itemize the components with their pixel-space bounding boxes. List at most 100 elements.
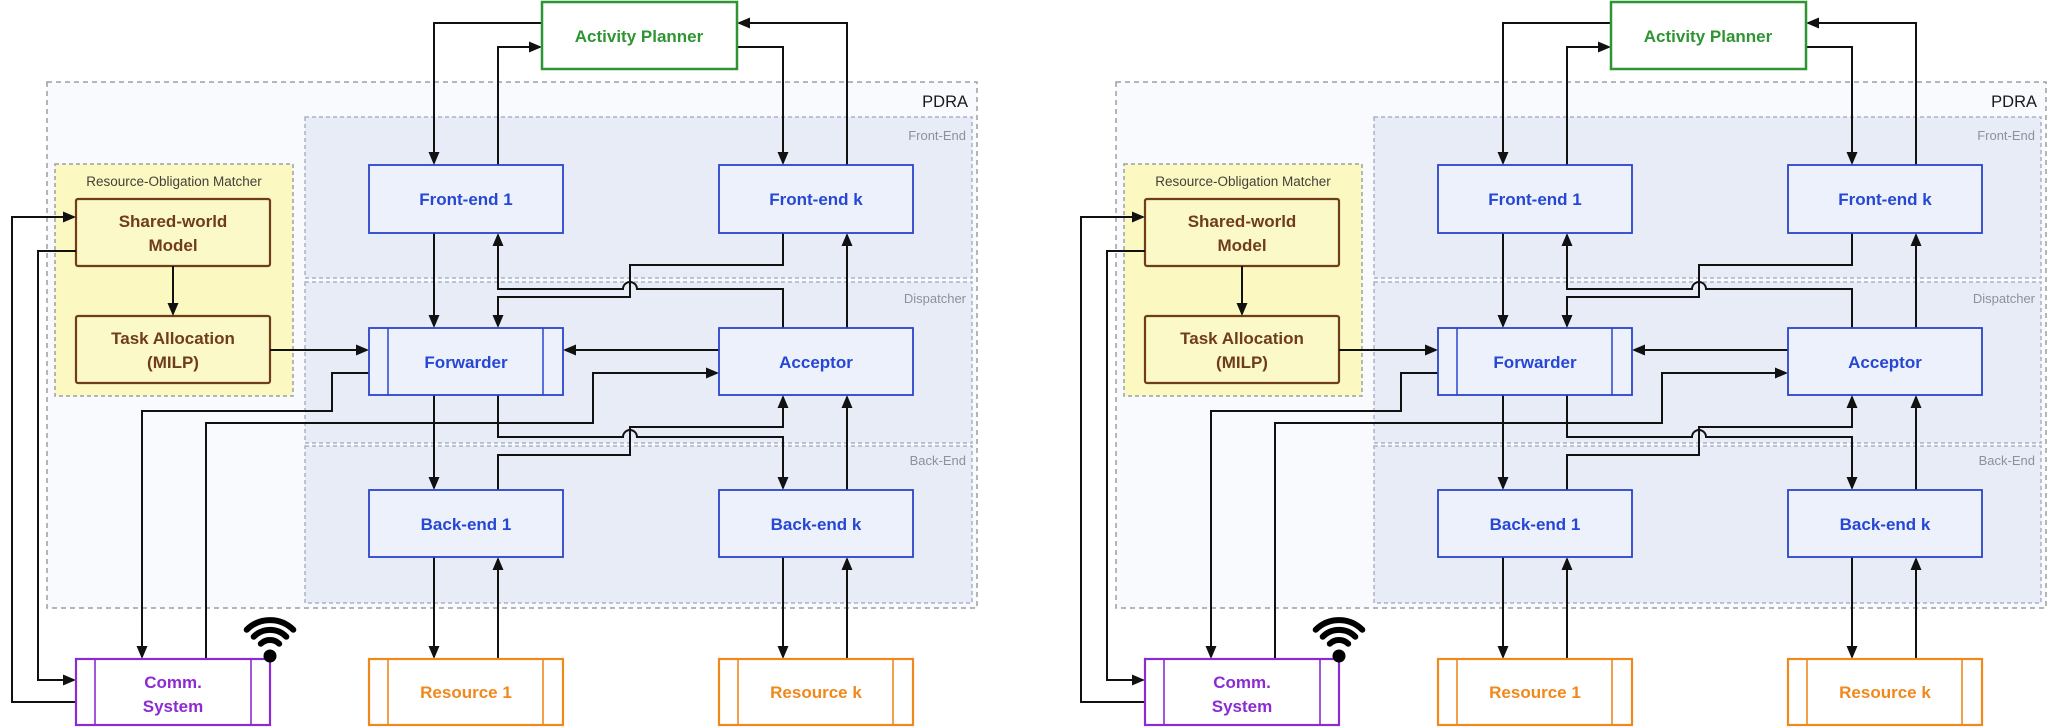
comm-system-box bbox=[74, 657, 272, 727]
comm-system-label-line2: System bbox=[1212, 697, 1272, 716]
pdra-architecture-diagram: PDRA Front-End Dispatcher Back-End Resou… bbox=[11, 0, 978, 727]
node-activity-planner: Activity Planner bbox=[1609, 0, 1808, 71]
front-end-1-box bbox=[1437, 164, 1633, 234]
task-allocation-box bbox=[1143, 314, 1341, 385]
arrow-connections bbox=[11, 17, 853, 703]
arrow-connections bbox=[1080, 17, 1922, 703]
shared-world-model-box bbox=[74, 197, 272, 268]
wifi-dot bbox=[263, 649, 277, 663]
back-end-1-box bbox=[1437, 489, 1633, 558]
resource-k-box bbox=[1786, 657, 1984, 727]
back-end-k-box bbox=[1787, 489, 1983, 558]
comm-system-label-line1: Comm. bbox=[1213, 673, 1271, 692]
acceptor-box bbox=[718, 327, 914, 396]
acceptor-label: Acceptor bbox=[779, 353, 853, 372]
arrow-frontendk-to-planner bbox=[1806, 17, 1917, 165]
node-activity-planner: Activity Planner bbox=[540, 0, 739, 71]
wifi-arc-medium bbox=[1319, 626, 1359, 640]
back-end-k-label: Back-end k bbox=[771, 515, 862, 534]
acceptor-box bbox=[1787, 327, 1983, 396]
back-end-k-box bbox=[718, 489, 914, 558]
node-acceptor: Acceptor bbox=[718, 327, 914, 396]
wifi-arc-large bbox=[243, 617, 297, 633]
shared-world-model-label-line1: Shared-world bbox=[119, 212, 228, 231]
forwarder-label: Forwarder bbox=[424, 353, 508, 372]
resource-k-label: Resource k bbox=[1839, 683, 1931, 702]
node-resource-1: Resource 1 bbox=[1436, 657, 1634, 727]
arrow-acceptor-to-frontend1 bbox=[1561, 233, 1853, 328]
diagram-panel-right: PDRA Front-End Dispatcher Back-End Resou… bbox=[1069, 0, 2048, 728]
task-allocation-box bbox=[74, 314, 272, 385]
node-forwarder: Forwarder bbox=[1437, 327, 1633, 396]
wifi-icon bbox=[1312, 617, 1366, 663]
task-allocation-label-line2: (MILP) bbox=[1216, 353, 1268, 372]
front-end-region-label: Front-End bbox=[1977, 128, 2035, 143]
arrow-frontend1-to-planner bbox=[497, 41, 542, 165]
wifi-arc-small bbox=[257, 637, 283, 647]
forwarder-box bbox=[368, 327, 564, 396]
arrow-sharedworld-to-comm bbox=[1106, 250, 1145, 686]
wifi-icon bbox=[243, 617, 297, 663]
front-end-region-label: Front-End bbox=[908, 128, 966, 143]
node-acceptor: Acceptor bbox=[1787, 327, 1983, 396]
shared-world-model-label-line2: Model bbox=[1217, 236, 1266, 255]
resource-1-box bbox=[1436, 657, 1634, 727]
node-task-allocation: Task Allocation (MILP) bbox=[1143, 314, 1341, 385]
comm-system-label-line2: System bbox=[143, 697, 203, 716]
back-end-1-label: Back-end 1 bbox=[421, 515, 512, 534]
arrow-planner-to-frontend1 bbox=[1497, 22, 1611, 165]
resource-k-box bbox=[717, 657, 915, 727]
arrow-sharedworld-to-comm bbox=[37, 250, 76, 686]
dispatcher-region-label: Dispatcher bbox=[1973, 291, 2036, 306]
resource-k-label: Resource k bbox=[770, 683, 862, 702]
comm-system-box bbox=[1143, 657, 1341, 727]
node-task-allocation: Task Allocation (MILP) bbox=[74, 314, 272, 385]
back-end-1-label: Back-end 1 bbox=[1490, 515, 1581, 534]
arrow-forwarder-to-comm bbox=[1205, 372, 1438, 659]
wifi-arc-small bbox=[1326, 637, 1352, 647]
task-allocation-label-line1: Task Allocation bbox=[111, 329, 235, 348]
shared-world-model-box bbox=[1143, 197, 1341, 268]
front-end-k-box bbox=[718, 164, 914, 234]
arrow-planner-to-frontendk bbox=[1806, 46, 1858, 165]
arrow-backend1-to-acceptor bbox=[497, 395, 789, 490]
front-end-1-box bbox=[368, 164, 564, 234]
node-resource-1: Resource 1 bbox=[367, 657, 565, 727]
node-resource-k: Resource k bbox=[717, 657, 915, 727]
acceptor-label: Acceptor bbox=[1848, 353, 1922, 372]
arrow-backend1-to-acceptor bbox=[1566, 395, 1858, 490]
arrow-forwarder-to-comm bbox=[136, 372, 369, 659]
node-back-end-1: Back-end 1 bbox=[1437, 489, 1633, 558]
matcher-title: Resource-Obligation Matcher bbox=[1155, 174, 1331, 189]
node-forwarder: Forwarder bbox=[368, 327, 564, 396]
diagram-panel-left: PDRA Front-End Dispatcher Back-End Resou… bbox=[0, 0, 979, 728]
activity-planner-label: Activity Planner bbox=[575, 27, 704, 46]
arrow-frontendk-to-planner bbox=[737, 17, 848, 165]
back-end-region-label: Back-End bbox=[910, 453, 966, 468]
node-back-end-k: Back-end k bbox=[718, 489, 914, 558]
resource-1-label: Resource 1 bbox=[420, 683, 512, 702]
wifi-arc-large bbox=[1312, 617, 1366, 633]
arrow-acceptor-to-frontend1 bbox=[492, 233, 784, 328]
arrow-comm-to-sharedworld bbox=[1080, 211, 1145, 703]
arrow-planner-to-frontendk bbox=[737, 46, 789, 165]
node-shared-world-model: Shared-world Model bbox=[74, 197, 272, 268]
forwarder-box bbox=[1437, 327, 1633, 396]
node-comm-system: Comm. System bbox=[1143, 617, 1366, 727]
front-end-1-label: Front-end 1 bbox=[1488, 190, 1582, 209]
arrow-comm-to-acceptor bbox=[205, 367, 719, 659]
node-front-end-k: Front-end k bbox=[1787, 164, 1983, 234]
wifi-arc-medium bbox=[250, 626, 290, 640]
node-resource-k: Resource k bbox=[1786, 657, 1984, 727]
shared-world-model-label-line1: Shared-world bbox=[1188, 212, 1297, 231]
resource-1-box bbox=[367, 657, 565, 727]
pdra-architecture-diagram: PDRA Front-End Dispatcher Back-End Resou… bbox=[1080, 0, 2047, 727]
node-back-end-k: Back-end k bbox=[1787, 489, 1983, 558]
forwarder-label: Forwarder bbox=[1493, 353, 1577, 372]
comm-system-label-line1: Comm. bbox=[144, 673, 202, 692]
back-end-k-label: Back-end k bbox=[1840, 515, 1931, 534]
node-back-end-1: Back-end 1 bbox=[368, 489, 564, 558]
node-shared-world-model: Shared-world Model bbox=[1143, 197, 1341, 268]
front-end-k-label: Front-end k bbox=[1838, 190, 1932, 209]
pdra-label: PDRA bbox=[1991, 93, 2037, 111]
